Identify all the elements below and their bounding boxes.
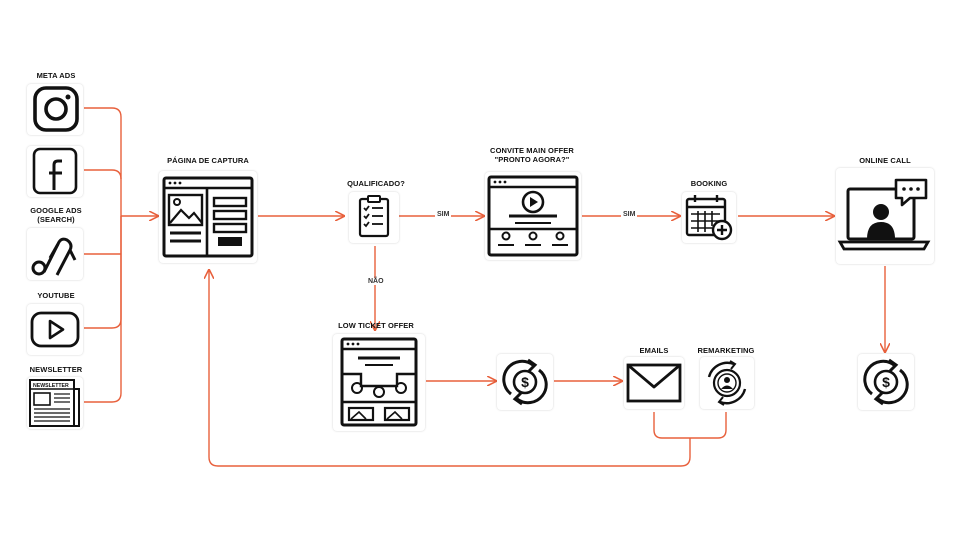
edge-label-qualified-no: NÃO: [366, 278, 386, 285]
facebook-icon: [32, 147, 78, 195]
source-facebook: [27, 146, 83, 197]
main-offer-label: CONVITE MAIN OFFER"PRONTO AGORA?": [490, 146, 574, 164]
connector-newsletter: [84, 216, 122, 403]
google-ads-icon: [31, 237, 77, 276]
online-call-node: [836, 168, 934, 264]
landing-page-icon: [162, 176, 254, 258]
connector-loop-back: [209, 270, 691, 467]
dollar-cycle-icon: $: [502, 358, 548, 406]
checklist-icon: [358, 195, 390, 238]
emails-node: [624, 357, 684, 409]
newsletter-icon: NEWSLETTER: [29, 379, 80, 427]
instagram-icon: [33, 86, 79, 132]
source-label-youtube: YOUTUBE: [37, 291, 75, 300]
revenue-node-1: $: [497, 354, 553, 410]
online-call-label: ONLINE CALL: [859, 156, 911, 165]
edge-label-qualified-yes: SIM: [435, 211, 452, 218]
source-label-newsletter: NEWSLETTER: [29, 365, 83, 374]
source-google-ads: [27, 228, 83, 280]
qualified-node: [349, 192, 399, 243]
main-offer-node: [485, 172, 581, 260]
qualified-label: QUALIFICADO?: [347, 179, 405, 188]
remarketing-label: REMARKETING: [697, 346, 755, 355]
revenue-node-2: $: [858, 354, 914, 410]
source-label-meta-ads: META ADS: [36, 71, 76, 80]
booking-label: BOOKING: [690, 179, 728, 188]
remarketing-node: [700, 357, 754, 409]
target-user-icon: [707, 360, 747, 406]
connector-youtube: [84, 216, 122, 329]
calendar-add-icon: [685, 195, 733, 241]
edge-label-offer-yes: SIM: [621, 211, 638, 218]
capture-node: [159, 171, 257, 263]
svg-text:$: $: [882, 374, 890, 390]
source-label-google-ads: GOOGLE ADS(SEARCH): [30, 206, 82, 224]
low-ticket-label: LOW TICKET OFFER: [338, 321, 414, 330]
source-newsletter: NEWSLETTER: [27, 377, 83, 429]
booking-node: [682, 192, 736, 243]
sales-page-icon: [340, 337, 418, 427]
dollar-cycle-icon: $: [863, 358, 909, 406]
emails-label: EMAILS: [639, 346, 669, 355]
connector-facebook: [84, 169, 122, 180]
video-call-icon: [837, 178, 931, 251]
svg-text:$: $: [521, 374, 529, 390]
newsletter-icon-text: NEWSLETTER: [33, 383, 69, 389]
envelope-icon: [626, 363, 682, 403]
connector-meta-ads: [84, 107, 122, 216]
youtube-icon: [30, 311, 80, 348]
capture-label: PÁGINA DE CAPTURA: [167, 156, 249, 165]
source-youtube: [27, 304, 83, 355]
low-ticket-node: [333, 334, 425, 431]
connector-emails-remarketing: [653, 412, 727, 439]
source-meta-ads: [27, 84, 83, 135]
video-page-icon: [487, 175, 579, 257]
